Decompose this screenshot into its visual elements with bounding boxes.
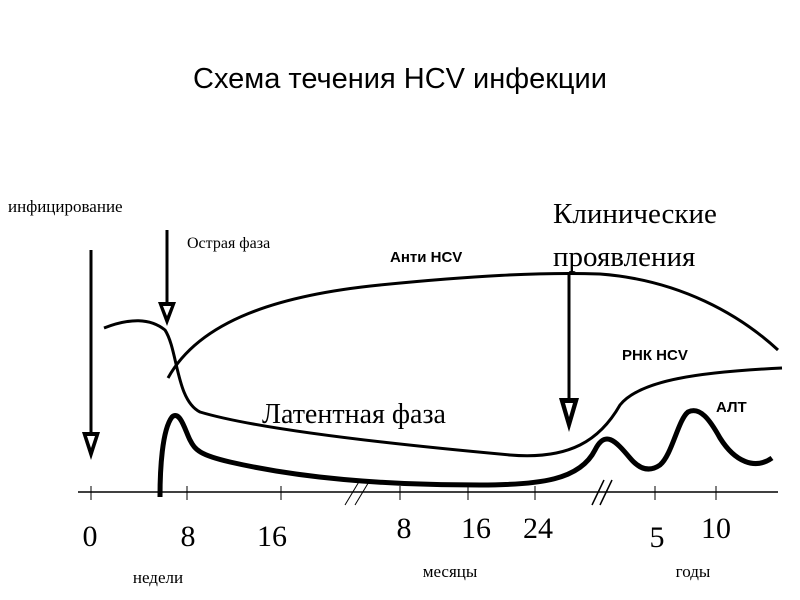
clinical-label-line1: Клинические xyxy=(553,198,717,230)
axis-ticks xyxy=(90,486,717,500)
anti-hcv-label: Анти HCV xyxy=(390,249,462,266)
tick-label-weeks-16: 16 xyxy=(257,520,287,553)
tick-label-months-16: 16 xyxy=(461,512,491,545)
tick-label-years-5: 5 xyxy=(650,521,665,554)
infection-label: инфицирование xyxy=(8,197,123,216)
axis-break-2 xyxy=(591,479,613,506)
unit-label-weeks: недели xyxy=(133,568,183,587)
tick-label-years-10: 10 xyxy=(701,512,731,545)
tick-label-weeks-0: 0 xyxy=(83,520,98,553)
rna-hcv-label: РНК HCV xyxy=(622,347,688,364)
unit-label-years: годы xyxy=(676,562,711,581)
diagram-title: Схема течения HCV инфекции xyxy=(193,63,607,95)
alt-curve xyxy=(157,408,774,498)
latent-phase-label: Латентная фаза xyxy=(262,399,447,430)
acute-phase-label: Острая фаза xyxy=(187,235,270,252)
rna-hcv-curve xyxy=(103,319,783,458)
tick-label-months-24: 24 xyxy=(523,512,553,545)
acute-phase-arrow xyxy=(158,230,176,326)
clinical-arrow xyxy=(559,272,579,432)
tick-label-months-8: 8 xyxy=(397,512,412,545)
tick-label-weeks-8: 8 xyxy=(181,520,196,553)
unit-label-months: месяцы xyxy=(423,562,478,581)
anti-hcv-curve xyxy=(166,272,780,379)
clinical-label-line2: проявления xyxy=(553,241,695,273)
alt-label: АЛТ xyxy=(716,399,747,416)
axis-break-1 xyxy=(344,479,371,506)
infection-arrow xyxy=(82,250,100,460)
